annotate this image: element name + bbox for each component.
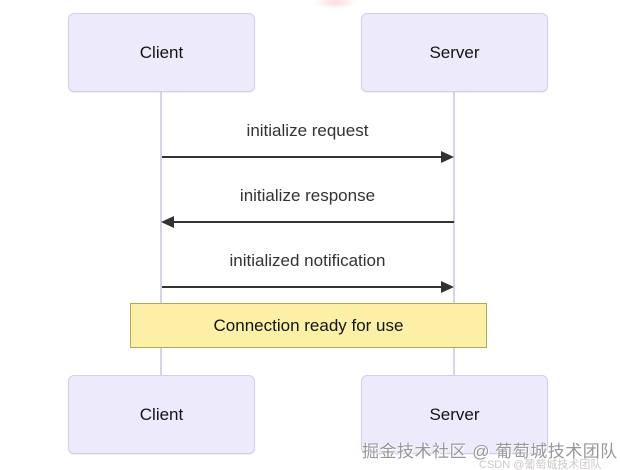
actor-box-server-top: Server	[361, 13, 548, 92]
lifeline-server	[453, 92, 455, 376]
watermark-primary: 掘金技术社区 @ 葡萄城技术团队	[362, 442, 618, 461]
cropped-watermark-artifact	[314, 0, 356, 8]
message-label-initialize-response: initialize response	[239, 186, 376, 205]
arrowhead-left-icon	[161, 216, 174, 228]
message-arrow-line	[162, 156, 443, 158]
actor-box-client-top: Client	[68, 13, 255, 92]
note-box: Connection ready for use	[130, 303, 487, 348]
actor-label-client-bottom: Client	[139, 404, 184, 424]
watermark-secondary: CSDN @葡萄城技术团队	[479, 459, 602, 470]
actor-label-server-top: Server	[429, 42, 480, 62]
message-label-initialize-request: initialize request	[246, 121, 369, 140]
message-arrow-line	[162, 286, 443, 288]
lifeline-client	[160, 92, 162, 376]
actor-label-client-top: Client	[139, 42, 184, 62]
message-arrow-line	[173, 221, 454, 223]
actor-label-server-bottom: Server	[429, 404, 480, 424]
arrowhead-right-icon	[441, 151, 454, 163]
actor-box-client-bottom: Client	[68, 375, 255, 454]
note-label: Connection ready for use	[213, 315, 404, 335]
actor-box-server-bottom: Server	[361, 375, 548, 454]
arrowhead-right-icon	[441, 281, 454, 293]
message-label-initialized-notification: initialized notification	[229, 251, 386, 270]
